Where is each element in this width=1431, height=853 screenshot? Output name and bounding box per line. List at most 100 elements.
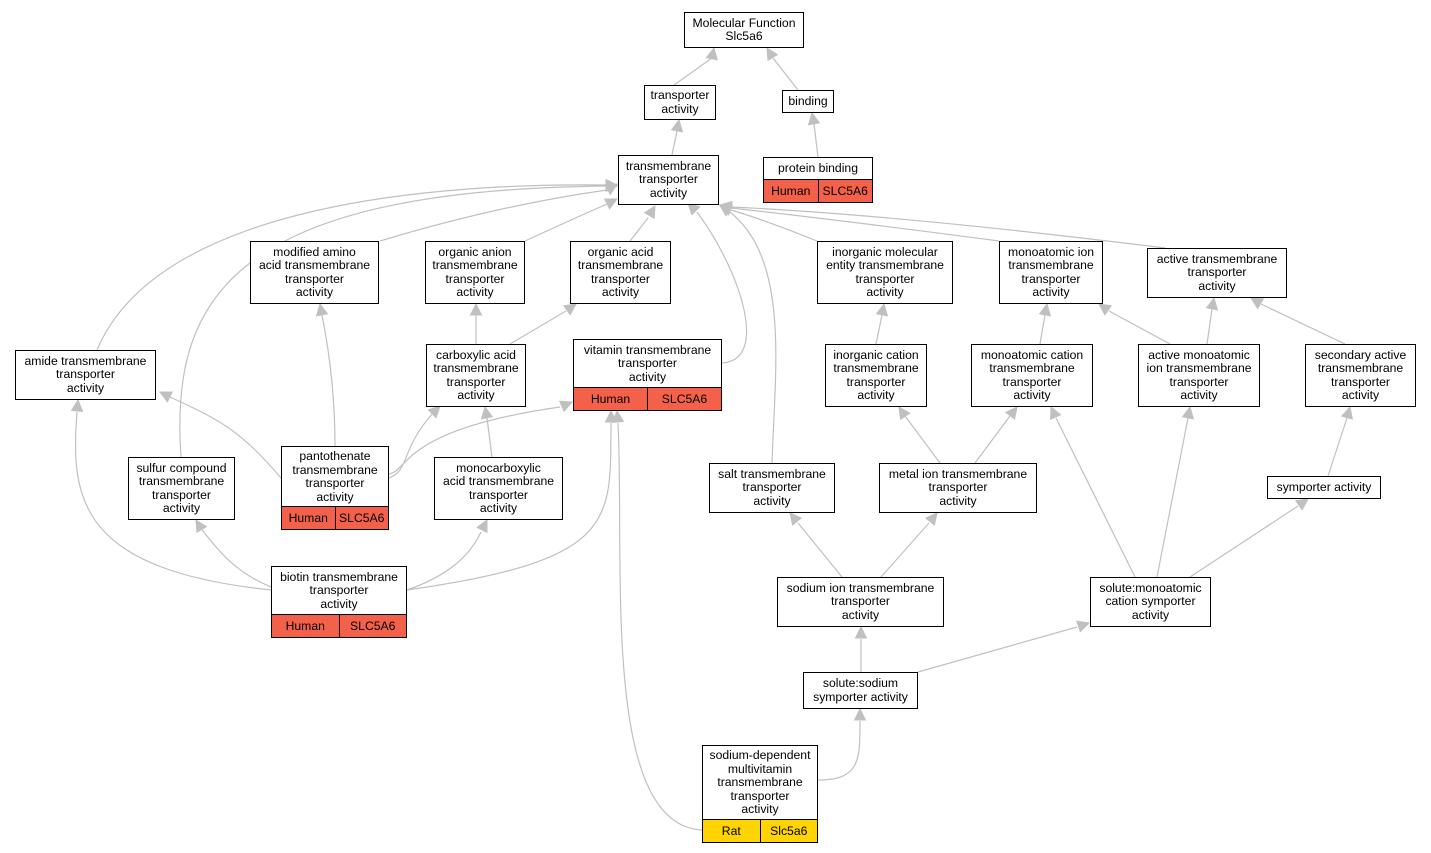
edge-tm-transporter-arrowhead [670,118,684,133]
edge-solute-monoatomic-active-monoatomic [1156,417,1189,578]
node-secondary-active-transmembrane-transporter-activity[interactable]: secondary active transmembrane transport… [1305,344,1416,407]
node-active-monoatomic-ion-transmembrane-transporter-activity[interactable]: active monoatomic ion transmembrane tran… [1138,344,1260,407]
node-label: transporter activity [650,88,710,116]
edge-sodium-dependent-solute-sodium [817,720,861,781]
annotation-row: Human SLC5A6 [282,506,388,529]
node-salt-transmembrane-transporter-activity[interactable]: salt transmembrane transporter activity [709,463,835,513]
node-inorganic-cation-transmembrane-transporter-activity[interactable]: inorganic cation transmembrane transport… [825,344,927,407]
gene-cell: Slc5a6 [759,820,817,842]
node-carboxylic-acid-transmembrane-transporter-activity[interactable]: carboxylic acid transmembrane transporte… [426,344,526,407]
node-sodium-ion-transmembrane-transporter-activity[interactable]: sodium ion transmembrane transporter act… [777,577,944,627]
edge-protein-binding-binding-arrowhead [807,111,821,126]
node-solute-sodium-symporter-activity[interactable]: solute:sodium symporter activity [803,672,918,709]
edge-carboxylic-organic-acid [509,310,567,345]
node-sodium-dependent-multivitamin-transmembrane-transporter-activity[interactable]: sodium-dependent multivitamin transmembr… [702,745,818,843]
edge-secondary-active-active-tm-arrowhead [1250,297,1265,310]
edge-sodium-dependent-vitamin-arrowhead [611,409,625,423]
annotation-row: Human SLC5A6 [272,614,406,637]
edge-vitamin-tm [696,211,748,364]
node-label: inorganic cation transmembrane transport… [833,347,919,402]
annotation-row: Human SLC5A6 [574,387,721,410]
node-monocarboxylic-acid-transmembrane-transporter-activity[interactable]: monocarboxylic acid transmembrane transp… [434,457,563,520]
annotation-row: Human SLC5A6 [764,179,872,202]
gene-cell: SLC5A6 [817,180,872,202]
edge-active-monoatomic-monoatomic-ion-arrowhead [1098,303,1113,316]
edge-inorganic-molecular-tm [730,209,818,242]
edge-modified-tm [379,189,608,242]
edge-monocarboxylic-carboxylic [486,417,493,458]
node-inorganic-molecular-entity-transmembrane-transporter-activity[interactable]: inorganic molecular entity transmembrane… [817,241,953,304]
node-pantothenate-transmembrane-transporter-activity[interactable]: pantothenate transmembrane transporter a… [281,446,389,530]
edge-protein-binding-binding [813,123,819,158]
edge-metal-inorganic-cation [904,415,941,464]
node-modified-amino-acid-transmembrane-transporter-activity[interactable]: modified amino acid transmembrane transp… [250,241,379,304]
edge-monoatomic-ion-tm [730,207,1000,242]
edge-solute-sodium-sodium-ion-arrowhead [854,625,868,639]
node-metal-ion-transmembrane-transporter-activity[interactable]: metal ion transmembrane transporter acti… [879,463,1037,513]
node-symporter-activity[interactable]: symporter activity [1267,476,1381,499]
node-label: monoatomic cation transmembrane transpor… [980,347,1084,402]
edge-salt-tm-arrowhead [719,204,734,217]
edge-symporter-secondary-active [1327,417,1348,477]
node-label: monoatomic ion transmembrane transporter… [1007,244,1095,299]
species-cell: Human [574,388,647,410]
edge-active-monoatomic-monoatomic-ion [1108,310,1171,345]
node-label: vitamin transmembrane transporter activi… [583,342,712,384]
node-solute-monoatomic-cation-symporter-activity[interactable]: solute:monoatomic cation symporter activ… [1090,577,1211,627]
gene-cell: SLC5A6 [338,615,406,637]
edge-pantothenate-amide-arrowhead [158,391,174,403]
edge-biotin-amide-arrowhead [70,398,84,412]
node-label: sodium-dependent multivitamin transmembr… [709,748,811,817]
species-cell: Human [282,507,335,529]
edge-sodium-ion-metal [880,522,930,578]
node-organic-anion-transmembrane-transporter-activity[interactable]: organic anion transmembrane transporter … [425,241,525,304]
edge-monoatomic-cation-monoatomic-ion [1039,314,1046,345]
edge-binding-mf-arrowhead [766,47,779,62]
species-cell: Rat [703,820,760,842]
edge-organic-acid-tm-arrowhead [643,205,656,220]
node-label: sodium ion transmembrane transporter act… [786,580,935,622]
edge-secondary-active-active-tm [1260,303,1346,345]
node-label: metal ion transmembrane transporter acti… [888,466,1028,508]
node-label: symporter activity [1276,479,1372,494]
node-label: inorganic molecular entity transmembrane… [826,244,944,299]
edge-sodium-ion-salt [797,522,843,578]
node-binding[interactable]: binding [782,90,834,113]
edge-biotin-monocarboxylic-arrowhead [476,518,488,534]
node-label: Molecular Function Slc5a6 [692,15,796,43]
node-active-transmembrane-transporter-activity[interactable]: active transmembrane transporter activit… [1147,248,1287,298]
node-monoatomic-cation-transmembrane-transporter-activity[interactable]: monoatomic cation transmembrane transpor… [971,344,1093,407]
node-biotin-transmembrane-transporter-activity[interactable]: biotin transmembrane transporter activit… [271,566,407,638]
edge-solute-monoatomic-monoatomic-cation-arrowhead [1050,405,1062,421]
node-label: secondary active transmembrane transport… [1314,347,1407,402]
node-label: sulfur compound transmembrane transporte… [136,460,227,515]
node-amide-transmembrane-transporter-activity[interactable]: amide transmembrane transporter activity [15,350,156,400]
node-sulfur-compound-transmembrane-transporter-activity[interactable]: sulfur compound transmembrane transporte… [128,457,235,520]
edge-pantothenate-carboxylic [388,412,434,479]
edge-sodium-dependent-vitamin [617,422,703,831]
node-label: binding [788,93,828,108]
edge-biotin-sulfur-arrowhead [195,519,208,534]
node-label: active monoatomic ion transmembrane tran… [1146,347,1252,402]
node-monoatomic-ion-transmembrane-transporter-activity[interactable]: monoatomic ion transmembrane transporter… [999,241,1103,304]
edge-sodium-dependent-solute-sodium-arrowhead [853,707,867,721]
node-transmembrane-transporter-activity[interactable]: transmembrane transporter activity [618,155,719,205]
node-protein-binding[interactable]: protein binding Human SLC5A6 [763,157,873,203]
edge-solute-monoatomic-symporter-arrowhead [1294,498,1309,511]
node-vitamin-transmembrane-transporter-activity[interactable]: vitamin transmembrane transporter activi… [573,339,722,411]
edge-pantothenate-modified [321,314,336,447]
node-transporter-activity[interactable]: transporter activity [644,85,716,120]
edge-metal-monoatomic-cation-arrowhead [1004,406,1018,420]
node-organic-acid-transmembrane-transporter-activity[interactable]: organic acid transmembrane transporter a… [570,241,671,304]
edge-monoatomic-cation-monoatomic-ion-arrowhead [1038,302,1052,317]
edge-pantothenate-vitamin-arrowhead [558,400,574,413]
node-molecular-function[interactable]: Molecular Function Slc5a6 [684,12,804,48]
edge-solute-sodium-solute-monoatomic [917,626,1078,673]
edge-pantothenate-modified-arrowhead [315,302,329,317]
edge-symporter-secondary-active-arrowhead [1340,405,1354,420]
edge-transporter-mf [673,57,713,86]
node-label: salt transmembrane transporter activity [718,466,826,508]
node-label: organic anion transmembrane transporter … [432,244,518,299]
edge-active-monoatomic-active-tm-arrowhead [1205,296,1219,311]
edge-inorganic-cation-inorganic-molecular-arrowhead [875,302,889,317]
